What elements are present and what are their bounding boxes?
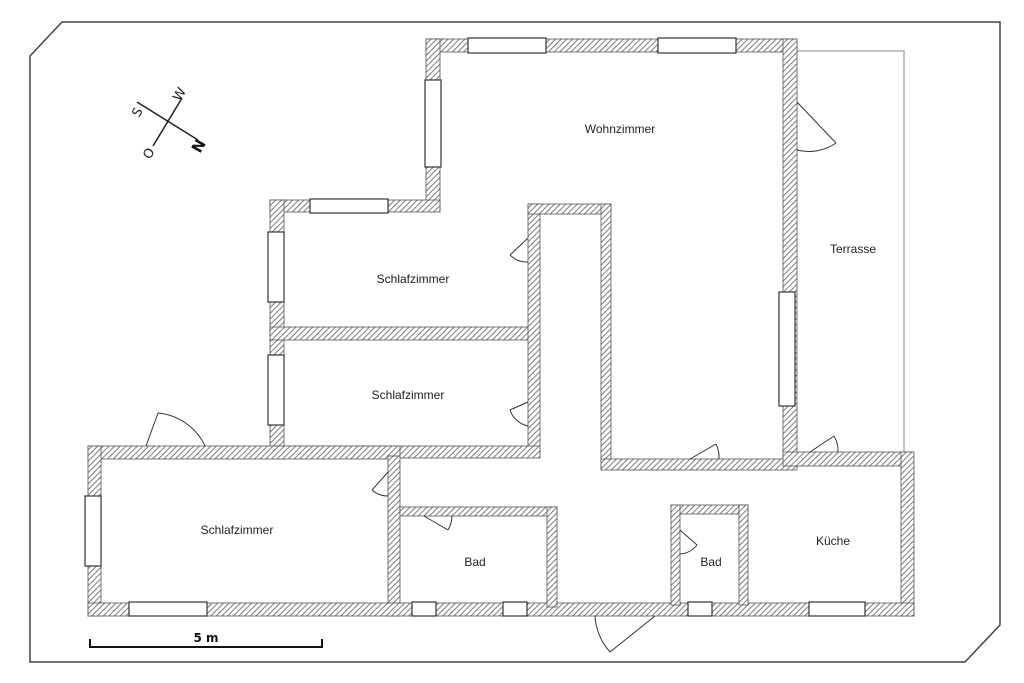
door-swing (423, 515, 453, 531)
door-swing (371, 471, 389, 497)
window (808, 601, 866, 617)
compass-n: N (188, 136, 210, 156)
scale-bar-label: 5 m (193, 631, 218, 645)
room-label-schlafzimmer-1: Schlafzimmer (377, 272, 450, 286)
windows (84, 37, 866, 617)
doors (145, 101, 839, 653)
wall-bad2-left (670, 504, 681, 606)
sheet-border (29, 21, 1001, 663)
window (309, 198, 389, 214)
compass (136, 97, 199, 147)
wall-lower-top-right (782, 451, 914, 467)
window (778, 291, 796, 407)
window (467, 37, 547, 54)
room-label-schlafzimmer-3: Schlafzimmer (201, 523, 274, 537)
door-swing (509, 237, 529, 263)
wall-corridor-right (600, 203, 612, 469)
window (128, 601, 208, 617)
compass-o: O (140, 146, 158, 162)
wall-bedroom-divider (269, 326, 539, 341)
door-swing (145, 412, 206, 447)
wall-corridor-top (527, 203, 612, 215)
wall-lower-right (900, 451, 915, 617)
wall-bad1-right (546, 506, 558, 608)
wall-bad2-right (738, 504, 749, 606)
room-label-kueche: Küche (816, 534, 850, 548)
scale-bar (89, 639, 323, 648)
wall-bad2-top (670, 504, 749, 515)
window (657, 37, 737, 54)
window (687, 601, 713, 617)
wall-bad1-top (399, 506, 558, 517)
door-swing (796, 101, 837, 152)
wall-bottom (87, 602, 915, 617)
room-label-bad-1: Bad (464, 555, 485, 569)
window (502, 601, 528, 617)
door-swing (689, 443, 720, 460)
window (424, 79, 442, 168)
compass-s: S (129, 105, 146, 120)
door-swing (509, 401, 529, 427)
room-label-bad-2: Bad (700, 555, 721, 569)
room-label-terrasse: Terrasse (830, 242, 876, 256)
window (411, 601, 437, 617)
room-label-schlafzimmer-2: Schlafzimmer (372, 388, 445, 402)
wall-corridor-bottom (600, 458, 798, 471)
compass-w: W (170, 85, 189, 104)
door-swing (809, 435, 839, 453)
door-swing (679, 529, 698, 555)
door-swing (594, 615, 656, 653)
room-label-wohnzimmer: Wohnzimmer (585, 122, 655, 136)
window (84, 495, 102, 567)
compass-axis (152, 97, 183, 147)
wall-bottom-bedroom-top (87, 445, 401, 460)
window (267, 231, 285, 303)
wall-bedroom-right (527, 203, 541, 457)
window (267, 354, 285, 426)
wall-bottom-bedroom-right (387, 455, 401, 617)
